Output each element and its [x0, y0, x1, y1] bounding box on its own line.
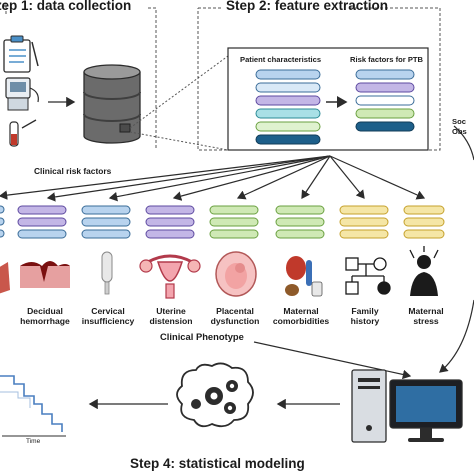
- database-icon: [83, 64, 141, 144]
- step3-return-arrow: [439, 299, 474, 373]
- phenotype-to-computer-arrow: [253, 341, 412, 380]
- clinical-phenotype-label: Clinical Phenotype: [160, 331, 244, 342]
- pedigree-icon: [345, 257, 391, 295]
- survival-curve-plot: [0, 375, 66, 437]
- cervix-probe-icon: [101, 251, 113, 295]
- uterus-icon: [139, 254, 201, 299]
- phenotype-label-uterine-distension: Uterine distension: [149, 306, 193, 326]
- step3-title-partial-2: Obs: [452, 127, 467, 136]
- step2-dashed-frame: [197, 7, 441, 151]
- fetus-placenta-icon: [215, 251, 257, 297]
- patient-characteristics-header: Patient characteristics: [240, 55, 322, 64]
- stack-7: [403, 205, 445, 239]
- patient-characteristics-bars: [255, 69, 321, 145]
- stressed-person-icon: [409, 246, 439, 296]
- stack-6: [339, 205, 389, 239]
- step1-dashed-frame: [0, 3, 7, 14]
- phenotype-label-family-history: Family history: [350, 306, 380, 326]
- phenotype-label-0: n: [0, 306, 10, 316]
- phenotype-label-cervical-insufficiency: Cervical insufficiency: [81, 306, 135, 326]
- stack-4: [209, 205, 259, 239]
- computer-icon: [351, 369, 463, 443]
- step3-title-partial: Soc: [452, 117, 466, 126]
- fan-out-arrows: [0, 155, 426, 202]
- brain-gears-icon: [176, 362, 254, 428]
- cut-off-icon: [0, 262, 10, 294]
- blood-sample-icon: [9, 119, 37, 147]
- organs-icon: [285, 256, 323, 297]
- stack-3: [145, 205, 195, 239]
- clipboard-icon: [3, 35, 39, 73]
- phenotype-label-placental-dysfunction: Placental dysfunction: [210, 306, 260, 326]
- risk-factor-stacks: [0, 205, 445, 239]
- risk-factor-bars: [355, 69, 415, 132]
- step2-title: Step 2: feature extraction: [226, 0, 389, 13]
- clinical-risk-factors-label: Clinical risk factors: [34, 166, 112, 176]
- phenotype-label-decidual-hemorrhage: Decidual hemorrhage: [20, 306, 70, 326]
- step4-title: Step 4: statistical modeling: [130, 456, 305, 471]
- ultrasound-machine-icon: [5, 77, 39, 111]
- stack-2: [81, 205, 131, 239]
- stack-0: [0, 205, 5, 238]
- phenotype-label-maternal-stress: Maternal stress: [408, 306, 444, 326]
- step1-title: Step 1: data collection: [0, 0, 132, 13]
- phenotype-label-maternal-comorbidities: Maternal comorbidities: [272, 306, 330, 326]
- step1-dashed-frame-right: [148, 7, 157, 150]
- decidual-hemorrhage-icon: [20, 261, 70, 288]
- stack-5: [275, 205, 325, 239]
- stack-1: [17, 205, 67, 239]
- time-axis-label: Time: [26, 438, 41, 445]
- step3-connector: [453, 125, 474, 161]
- risk-factors-header: Risk factors for PTB: [350, 55, 424, 64]
